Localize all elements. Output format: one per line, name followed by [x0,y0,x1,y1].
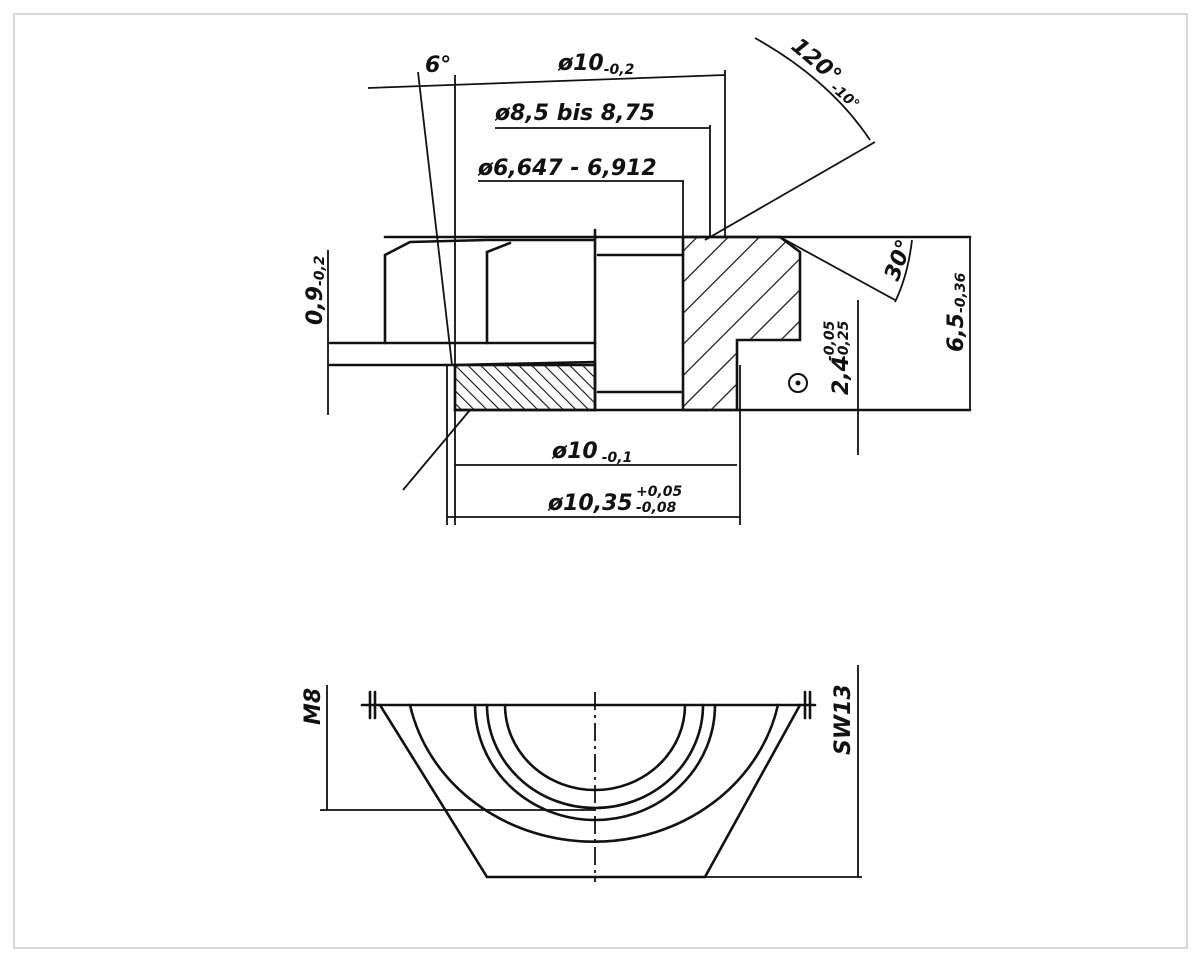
flange-lines [328,341,597,367]
label-angle-120: 120°-10° [784,33,871,113]
label-dia-10: ø10-0,2 [557,51,634,78]
angle-6-line [417,71,453,366]
svg-text:-0,08: -0,08 [636,500,677,516]
leader-line [402,409,471,491]
label-dia-8-5: ø8,5 bis 8,75 [494,101,655,126]
section-view: 6° ø10-0,2 ø8,5 bis 8,75 ø6,647 - 6,912 … [303,33,972,525]
svg-text:2,4: 2,4 [829,356,854,395]
svg-text:ø10,35: ø10,35 [547,491,633,516]
plan-view: M8 SW13 [301,665,862,882]
label-dia-6-647: ø6,647 - 6,912 [477,156,657,181]
label-angle-30: 30° [880,236,918,284]
svg-text:+0,05: +0,05 [636,484,683,500]
top-edge-line [360,690,817,720]
extension-lines [446,70,741,525]
center-dot [795,380,801,386]
svg-text:-0,25: -0,25 [836,320,852,361]
angle-120-leader [704,141,876,241]
dim-m8 [320,685,595,811]
label-angle-6: 6° [425,53,451,78]
dimension-lines [367,74,740,518]
label-dia-10-35: ø10,35 +0,05 -0,08 [547,484,683,516]
label-height-0-9: 0,9-0,2 [303,255,328,325]
angle-30-line [779,236,896,301]
dim-sw13 [487,665,862,878]
center-symbol-icon [788,373,808,393]
angle-120-arc [754,37,871,141]
svg-text:-0,05: -0,05 [822,320,838,361]
label-m8: M8 [301,688,326,725]
chamfer-arc [408,703,780,843]
washer-hatched-section [453,363,597,412]
angle-30-arc [894,239,913,303]
label-height-2-4: 2,4 -0,05 -0,25 [822,320,854,395]
nut-outline [383,235,972,345]
label-height-6-5: 6,5-0,36 [944,272,969,352]
label-dia-10-bottom: ø10-0,1 [551,439,632,466]
frame-border [13,13,1188,949]
bore-lines [593,228,685,412]
label-sw13: SW13 [831,684,856,755]
right-hatched-section [681,235,802,412]
